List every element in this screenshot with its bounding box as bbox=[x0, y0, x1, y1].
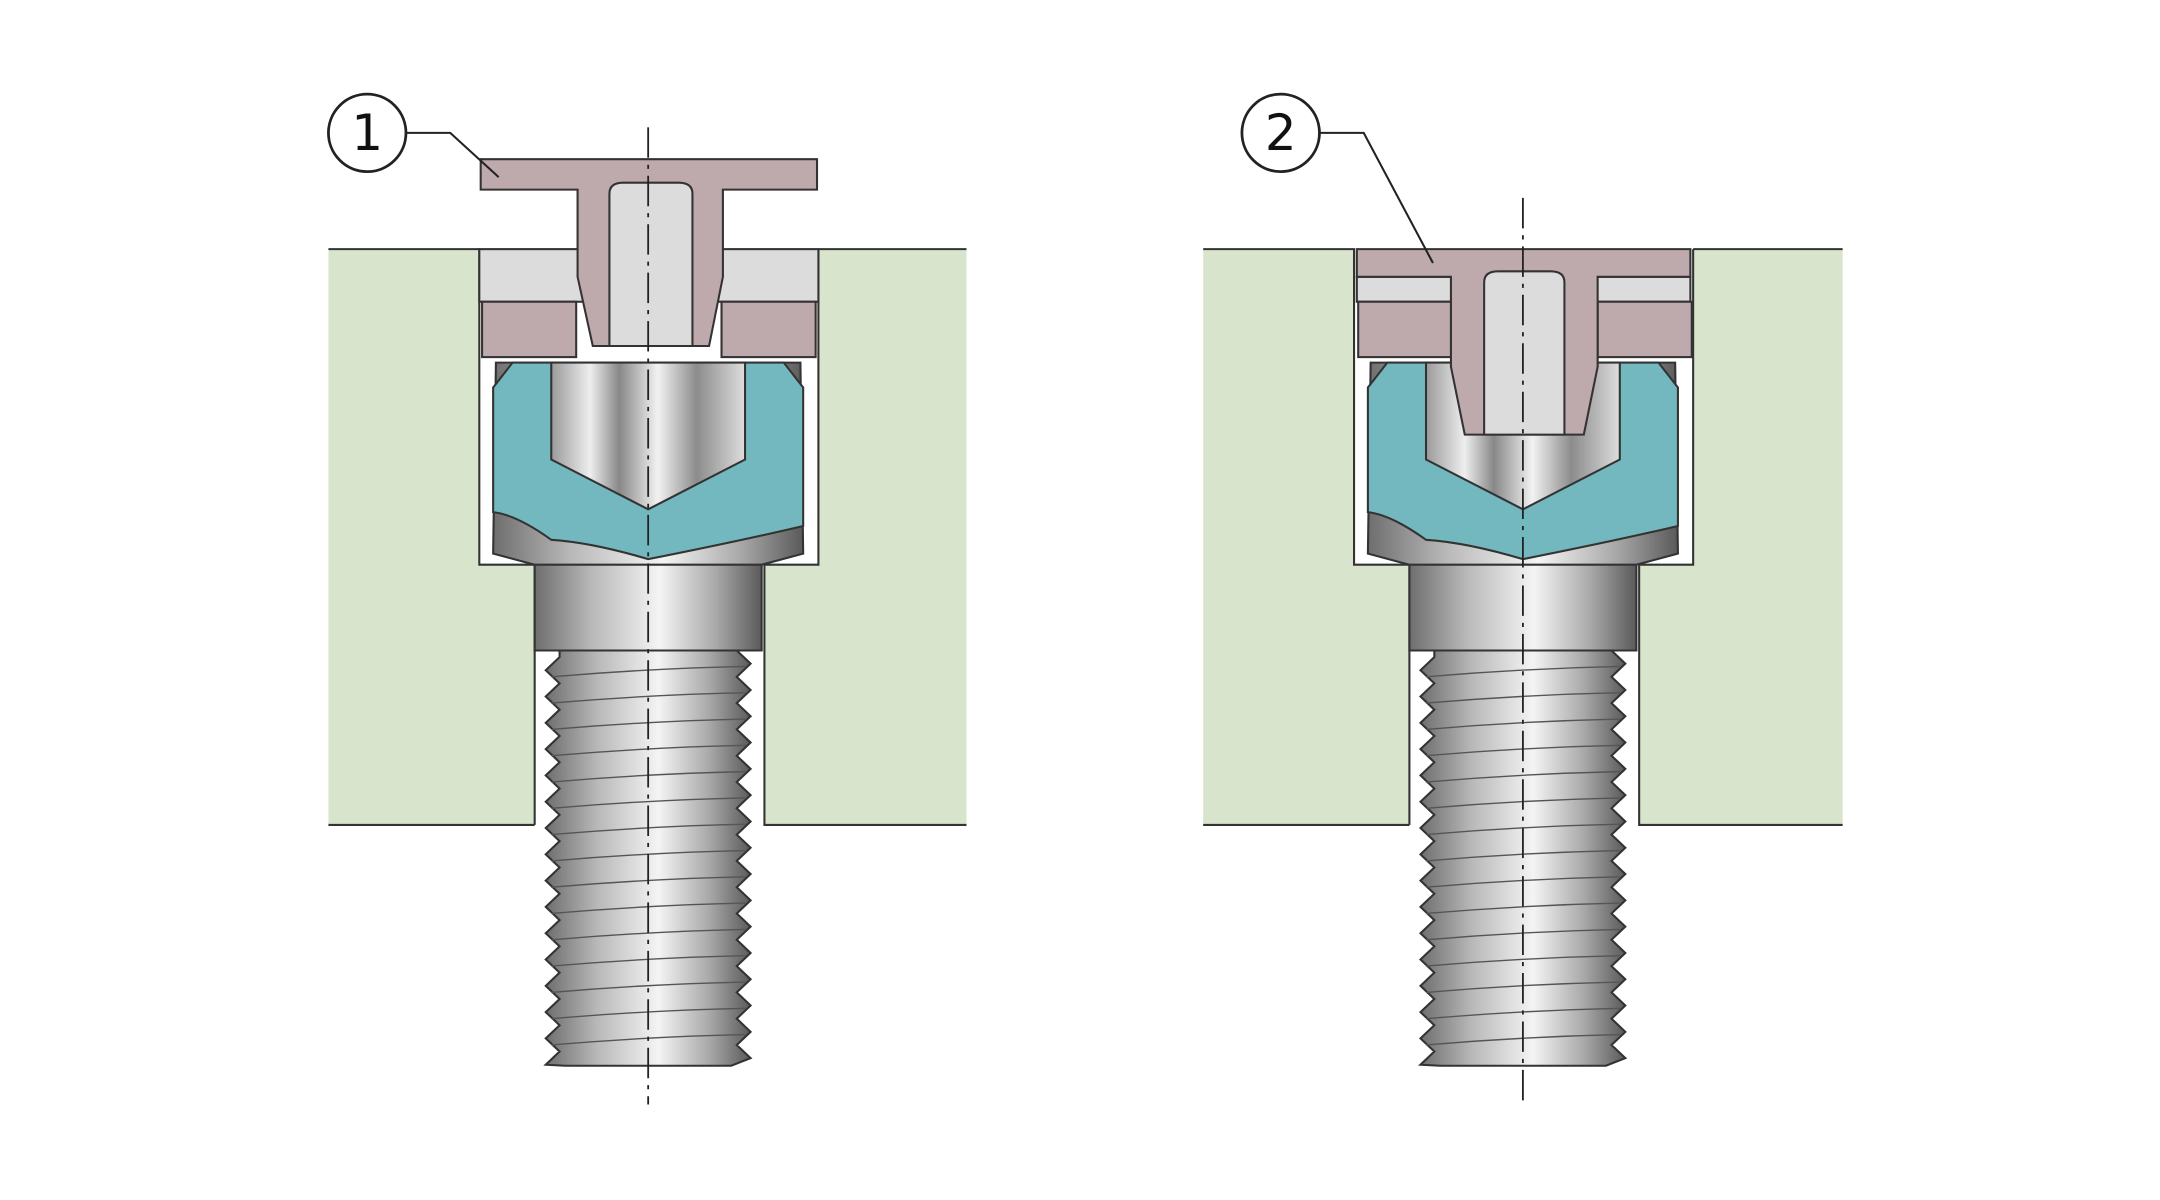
callout-1-label: 1 bbox=[351, 104, 383, 162]
callout-1: 1 bbox=[327, 92, 408, 174]
callout-2-label: 2 bbox=[1265, 104, 1297, 162]
base-plate bbox=[1203, 249, 1843, 825]
callout-2: 2 bbox=[1240, 92, 1321, 174]
base-plate bbox=[328, 249, 967, 825]
assembly-2: 2 bbox=[1203, 92, 1843, 1105]
assembly-1: 1 bbox=[327, 92, 967, 1105]
